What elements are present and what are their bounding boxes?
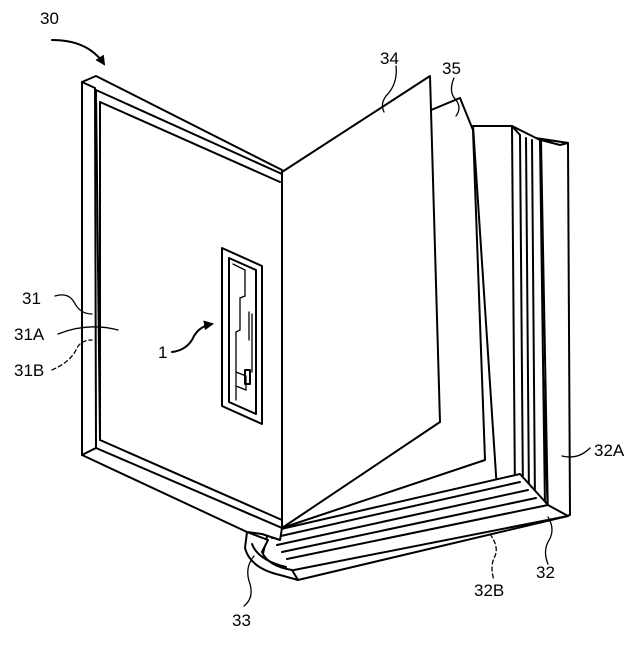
label-cover-front-inner: 31A [14, 325, 45, 344]
label-page-a: 34 [380, 49, 399, 68]
label-tag: 1 [158, 343, 167, 362]
label-cover-back: 32 [536, 563, 555, 582]
label-page-b: 35 [442, 59, 461, 78]
label-assembly: 30 [40, 9, 59, 28]
label-spine: 33 [232, 611, 251, 630]
rfid-tag [222, 248, 262, 424]
label-cover-back-outer: 32B [474, 581, 504, 600]
label-cover-back-inner: 32A [594, 441, 625, 460]
label-cover-front-outer: 31B [14, 361, 44, 380]
label-cover-front: 31 [22, 289, 41, 308]
